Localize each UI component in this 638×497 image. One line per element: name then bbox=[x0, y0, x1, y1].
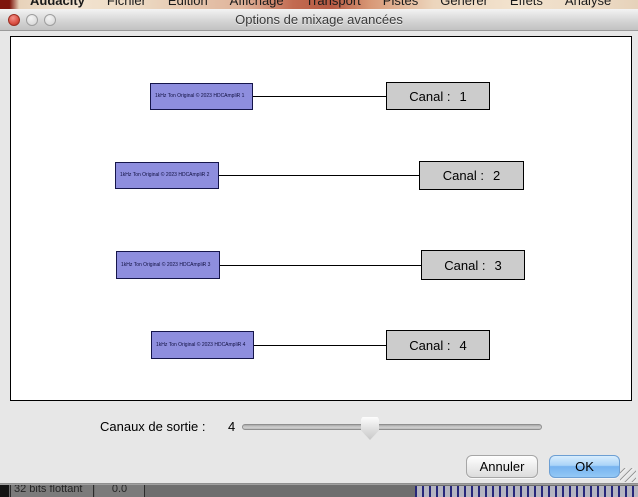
resize-grip[interactable] bbox=[620, 468, 636, 482]
connection-wire-2 bbox=[219, 175, 419, 176]
menu-item-pistes[interactable]: Pistes bbox=[382, 0, 419, 8]
channel-label: Canal : bbox=[444, 257, 486, 273]
menu-bar: Audacity Fichier Édition Affichage Trans… bbox=[0, 0, 638, 9]
connection-wire-1 bbox=[253, 96, 386, 97]
track-box-4[interactable]: 1kHz Ton Original © 2023 HDCAmpliR 4 bbox=[151, 331, 254, 359]
connection-wire-4 bbox=[254, 345, 386, 346]
track-format-label: 32 bits flottant bbox=[10, 485, 94, 497]
connection-wire-3 bbox=[220, 265, 421, 266]
track-panel-corner bbox=[0, 485, 9, 497]
close-button[interactable] bbox=[8, 14, 20, 26]
cancel-button[interactable]: Annuler bbox=[466, 455, 538, 478]
mixer-canvas: 1kHz Ton Original © 2023 HDCAmpliR 1 Can… bbox=[10, 36, 632, 401]
track-box-1[interactable]: 1kHz Ton Original © 2023 HDCAmpliR 1 bbox=[150, 83, 253, 110]
channel-label: Canal : bbox=[442, 168, 484, 183]
menu-item-edition[interactable]: Édition bbox=[167, 0, 208, 8]
minimize-button[interactable] bbox=[26, 14, 38, 26]
channel-number: 4 bbox=[459, 337, 467, 353]
channel-number: 2 bbox=[492, 168, 501, 183]
menu-item-affichage[interactable]: Affichage bbox=[229, 0, 284, 8]
output-channels-slider-track[interactable] bbox=[242, 424, 542, 430]
menu-item-fichier[interactable]: Fichier bbox=[106, 0, 146, 8]
waveform-sample-lines bbox=[415, 486, 638, 497]
ok-button[interactable]: OK bbox=[549, 455, 620, 478]
dialog-title: Options de mixage avancées bbox=[235, 12, 403, 27]
channel-box-2[interactable]: Canal : 2 bbox=[419, 161, 524, 190]
menu-item-analyse[interactable]: Analyse bbox=[564, 0, 612, 8]
channel-label: Canal : bbox=[409, 88, 451, 104]
track-box-2[interactable]: 1kHz Ton Original © 2023 HDCAmpliR 2 bbox=[115, 162, 219, 189]
channel-box-4[interactable]: Canal : 4 bbox=[386, 330, 490, 360]
output-channels-value: 4 bbox=[228, 419, 236, 434]
menu-item-effets[interactable]: Effets bbox=[509, 0, 543, 8]
track-box-3[interactable]: 1kHz Ton Original © 2023 HDCAmpliR 3 bbox=[116, 251, 220, 279]
output-channels-slider-thumb[interactable] bbox=[361, 417, 379, 440]
advanced-mixing-dialog: Options de mixage avancées 1kHz Ton Orig… bbox=[0, 9, 638, 484]
channel-box-3[interactable]: Canal : 3 bbox=[421, 250, 525, 280]
channel-label: Canal : bbox=[409, 337, 451, 353]
channel-box-1[interactable]: Canal : 1 bbox=[386, 82, 490, 110]
track-ruler-value: 0.0 bbox=[95, 485, 145, 497]
menu-item-generer[interactable]: Générer bbox=[440, 0, 488, 8]
channel-number: 3 bbox=[494, 257, 502, 273]
output-channels-label: Canaux de sortie : bbox=[100, 419, 206, 434]
menu-item-audacity[interactable]: Audacity bbox=[30, 0, 85, 8]
background-track-panel: 32 bits flottant 0.0 bbox=[0, 484, 638, 497]
zoom-button[interactable] bbox=[44, 14, 56, 26]
channel-number: 1 bbox=[459, 88, 467, 104]
menu-item-transport[interactable]: Transport bbox=[305, 0, 361, 8]
dialog-titlebar[interactable]: Options de mixage avancées bbox=[0, 9, 638, 31]
